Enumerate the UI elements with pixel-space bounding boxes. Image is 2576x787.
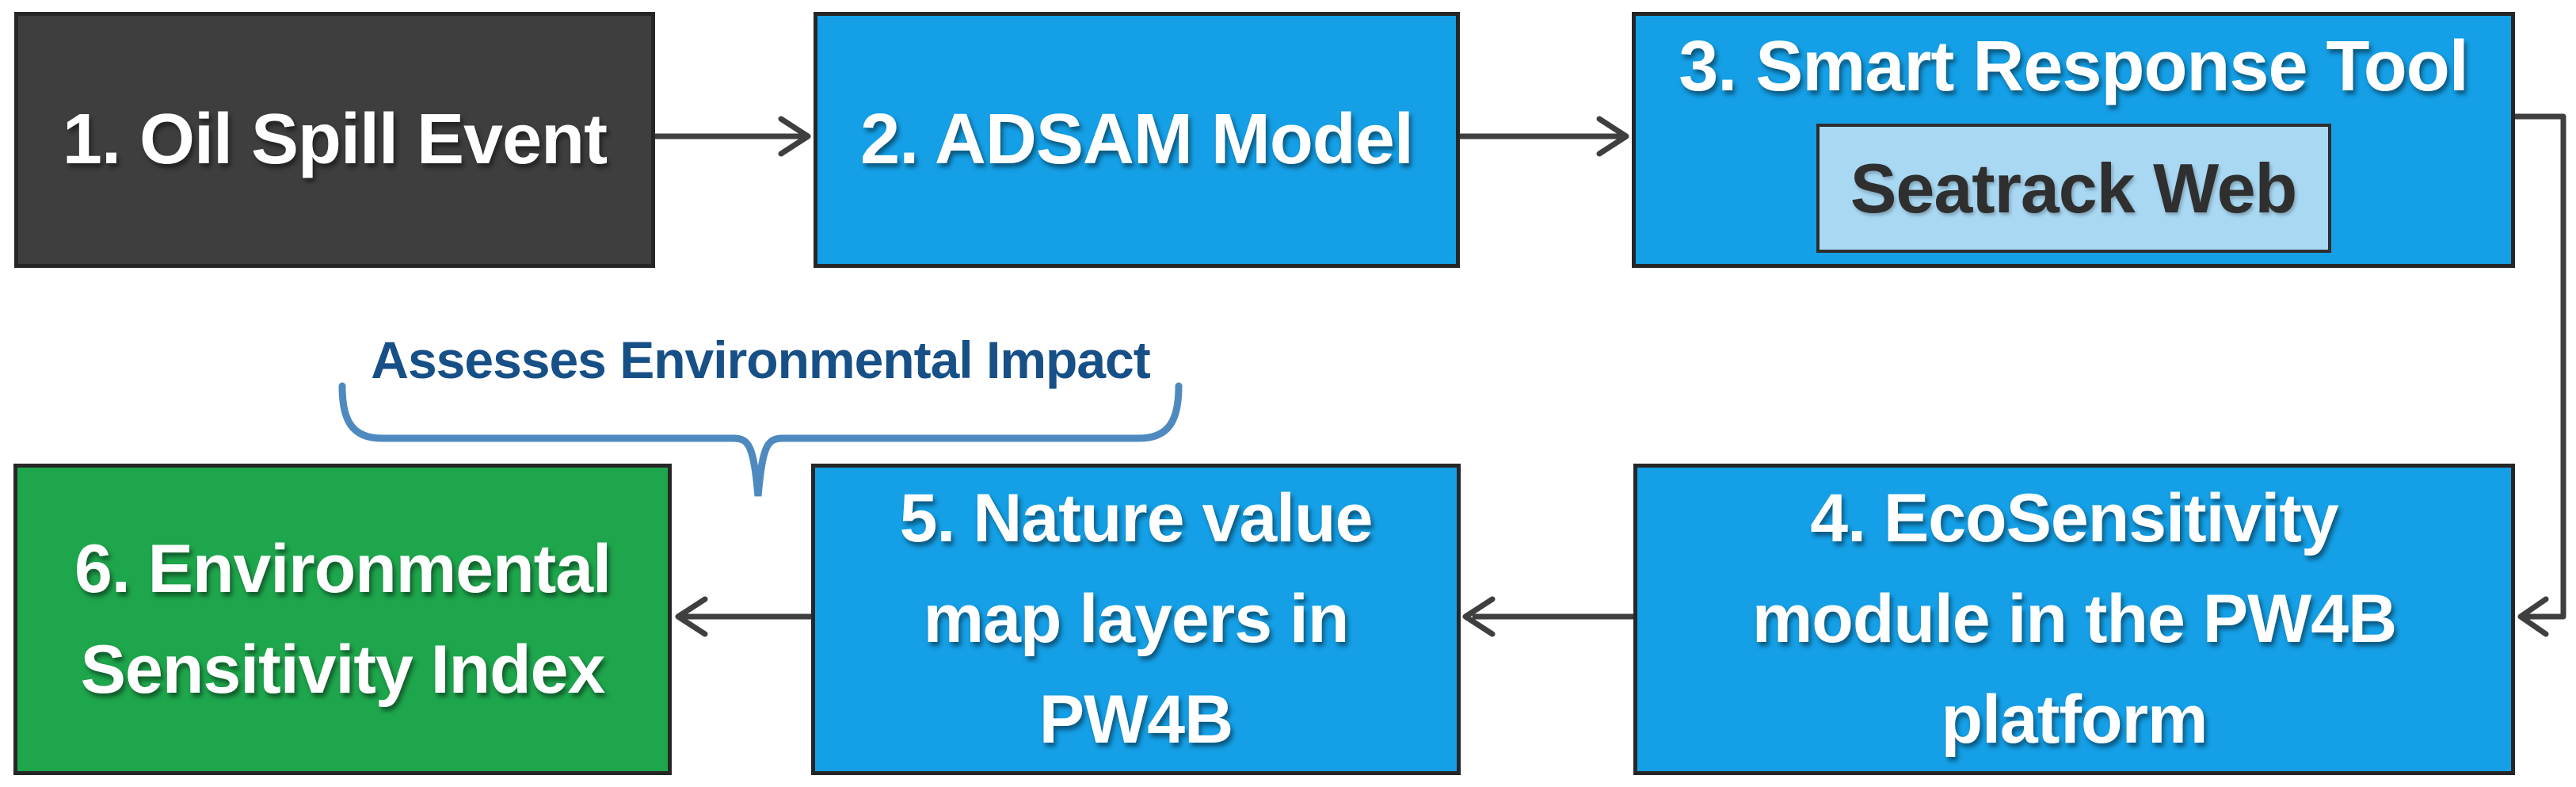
step-5-nature-value-box: 5. Nature value map layers in PW4B	[811, 464, 1461, 775]
arrow-step5-to-step6	[675, 596, 814, 637]
step-4-ecosensitivity-box: 4. EcoSensitivity module in the PW4B pla…	[1633, 464, 2515, 775]
step-2-adsam-model-box: 2. ADSAM Model	[814, 12, 1460, 268]
step-4-label-line-2: module in the PW4B	[1751, 581, 2397, 657]
step-1-label: 1. Oil Spill Event	[62, 100, 608, 179]
step-3-label: 3. Smart Response Tool	[1679, 27, 2469, 106]
step-4-label-line-3: platform	[1941, 682, 2208, 758]
arrow-step2-to-step3	[1457, 116, 1629, 157]
seatrack-web-subbox: Seatrack Web	[1816, 124, 2331, 253]
step-5-label-line-2: map layers in	[923, 581, 1350, 657]
seatrack-web-label: Seatrack Web	[1850, 148, 2298, 227]
elbow-arrow-step3-to-step4	[2512, 113, 2566, 637]
step-6-environmental-sensitivity-index-box: 6. Environmental Sensitivity Index	[13, 464, 672, 775]
annotation-assesses-environmental-impact: Assesses Environmental Impact	[371, 330, 1150, 389]
step-1-oil-spill-event-box: 1. Oil Spill Event	[14, 12, 655, 268]
step-4-label-line-1: 4. EcoSensitivity	[1810, 480, 2339, 556]
step-2-label: 2. ADSAM Model	[860, 100, 1414, 179]
step-5-label-line-3: PW4B	[1038, 682, 1233, 758]
step-6-label-line-2: Sensitivity Index	[80, 631, 606, 708]
step-3-smart-response-tool-box: 3. Smart Response Tool Seatrack Web	[1632, 12, 2515, 268]
arrow-step4-to-step5	[1462, 596, 1637, 637]
step-5-label-line-1: 5. Nature value	[899, 480, 1374, 556]
curly-brace	[338, 382, 1183, 497]
arrow-step1-to-step2	[652, 116, 811, 157]
step-6-label-line-1: 6. Environmental	[74, 530, 612, 607]
